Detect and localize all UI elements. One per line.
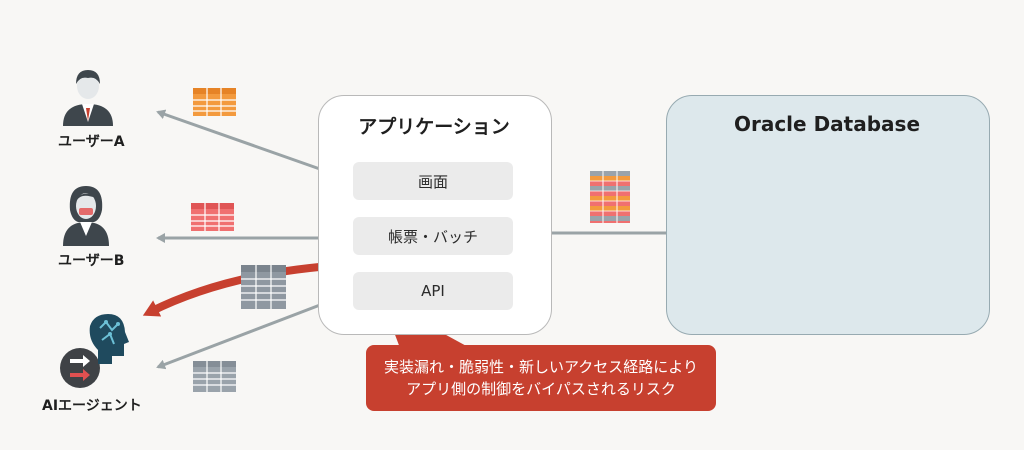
bypass-arrow: [142, 261, 346, 317]
pink-data-table-icon: [191, 203, 234, 231]
application-title: アプリケーション: [358, 116, 510, 138]
module-report-batch: 帳票・バッチ: [353, 217, 513, 255]
leaked-data-table-icon: [241, 265, 286, 309]
user-b-icon: [63, 186, 109, 246]
orange-data-table-icon: [193, 88, 236, 116]
database-panel: [666, 95, 990, 335]
module-api: API: [353, 272, 513, 310]
user-a-label: ユーザーA: [58, 134, 125, 150]
risk-callout: 実装漏れ・脆弱性・新しいアクセス経路により アプリ側の制御をバイパスされるリスク: [366, 345, 716, 411]
gray-data-table-icon: [193, 361, 236, 392]
risk-callout-line-2: アプリ側の制御をバイパスされるリスク: [406, 380, 676, 398]
user-a-icon: [63, 70, 113, 126]
database-title: Oracle Database: [733, 112, 921, 136]
ai-agent-icon: [60, 314, 129, 388]
module-screen: 画面: [353, 162, 513, 200]
user-b-label: ユーザーB: [58, 253, 125, 269]
ai-agent-label: AIエージェント: [42, 398, 142, 414]
risk-callout-line-1: 実装漏れ・脆弱性・新しいアクセス経路により: [384, 358, 698, 376]
query-result-table-icon: [590, 171, 630, 223]
